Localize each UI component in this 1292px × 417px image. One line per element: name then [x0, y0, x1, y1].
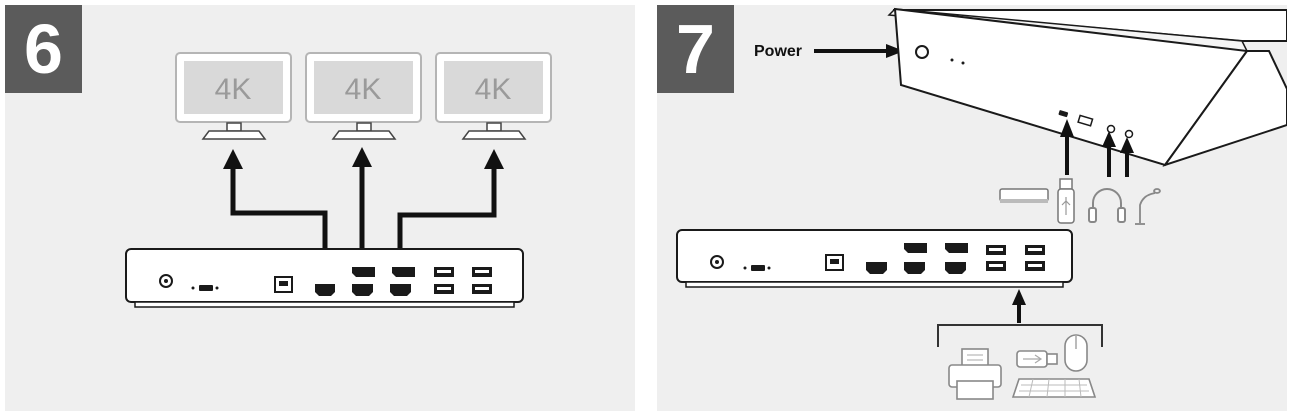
step-6-panel: 6 4K 4K 4K	[5, 5, 635, 411]
hdmi-port-icon	[945, 262, 966, 274]
displayport-icon	[392, 267, 415, 277]
hdmi-port-icon	[352, 284, 373, 296]
audio-jack-icon	[1106, 124, 1116, 134]
step-6-diagram: 4K 4K 4K	[125, 52, 552, 308]
hdmi-port-icon	[904, 262, 925, 274]
microphone-icon	[1135, 188, 1161, 225]
usb-stick-icon	[1057, 178, 1075, 224]
displayport-icon	[904, 243, 927, 253]
docking-station-front	[887, 7, 1287, 167]
step-number-7: 7	[657, 5, 734, 93]
printer-icon	[948, 348, 1002, 400]
mouse-icon	[1064, 334, 1088, 372]
displayport-icon	[945, 243, 968, 253]
keyboard-icon	[1011, 378, 1097, 398]
step-number-6: 6	[5, 5, 82, 93]
usb-stick-icon	[1016, 350, 1058, 368]
monitor-2-label: 4K	[345, 73, 382, 106]
lock-slot-icon	[199, 285, 213, 291]
arrow-heads	[223, 147, 504, 169]
headphones-icon	[1088, 188, 1126, 223]
audio-jack-icon	[1124, 129, 1134, 139]
monitor-3-label: 4K	[475, 73, 512, 106]
power-port-icon	[915, 45, 929, 59]
monitor-1-label: 4K	[215, 73, 252, 106]
ssd-drive-icon	[999, 188, 1049, 203]
docking-station-rear	[125, 248, 524, 308]
monitor-3: 4K	[435, 52, 552, 140]
displayport-icon	[352, 267, 375, 277]
arrow-dp-to-monitor-3	[397, 167, 497, 273]
hdmi-port-icon	[315, 284, 335, 296]
step-7-panel: 7 Power	[657, 5, 1287, 411]
hdmi-port-icon	[866, 262, 887, 274]
front-arrows	[1065, 135, 1129, 177]
power-label: Power	[754, 43, 802, 60]
usb-c-port-icon	[1058, 110, 1069, 118]
monitor-1: 4K	[175, 52, 292, 140]
hdmi-port-icon	[390, 284, 411, 296]
step-7-diagram: Power	[676, 7, 1287, 400]
usb-a-port-icon	[1077, 114, 1094, 127]
monitor-2: 4K	[305, 52, 422, 140]
lock-slot-icon	[751, 265, 765, 271]
peripheral-bracket	[937, 324, 1103, 347]
docking-station-rear	[676, 229, 1073, 288]
